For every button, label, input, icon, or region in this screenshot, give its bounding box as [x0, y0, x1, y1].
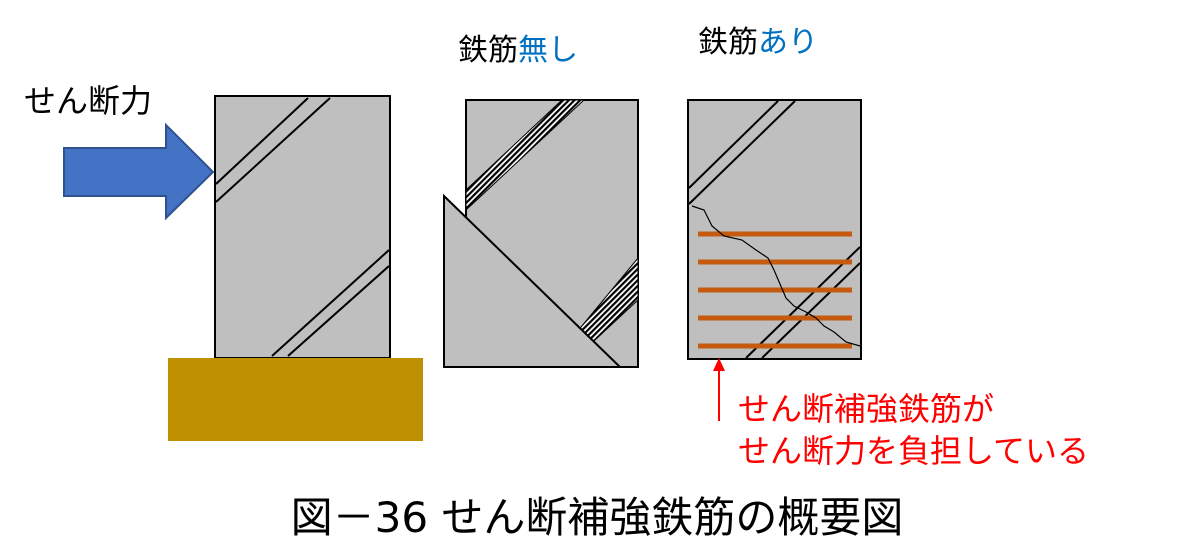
rebar-block-diagonals	[688, 100, 861, 359]
shear-force-label: せん断力	[24, 82, 152, 120]
without-rebar-title-a: 鉄筋	[458, 33, 518, 68]
shear-rebars	[698, 231, 852, 349]
without-rebar-title-b: 無し	[518, 33, 578, 68]
concrete-column	[214, 95, 391, 359]
annotation-line-2: せん断力を負担している	[738, 432, 1089, 470]
upper-hatch-band	[465, 99, 586, 212]
annotation-line-1: せん断補強鉄筋が	[738, 390, 994, 428]
column-crack-lines	[215, 97, 390, 357]
foundation	[168, 358, 423, 441]
shear-crack	[691, 205, 861, 347]
with-rebar-title: 鉄筋あり	[698, 25, 818, 60]
annotation-arrowhead	[713, 358, 725, 371]
without-rebar-title: 鉄筋無し	[458, 33, 578, 68]
with-rebar-title-b: あり	[758, 25, 818, 60]
figure-caption: 図－36 せん断補強鉄筋の概要図	[291, 493, 904, 542]
with-rebar-title-a: 鉄筋	[698, 25, 758, 60]
lower-block-no-rebar	[443, 193, 623, 368]
shear-force-arrow	[63, 122, 215, 221]
